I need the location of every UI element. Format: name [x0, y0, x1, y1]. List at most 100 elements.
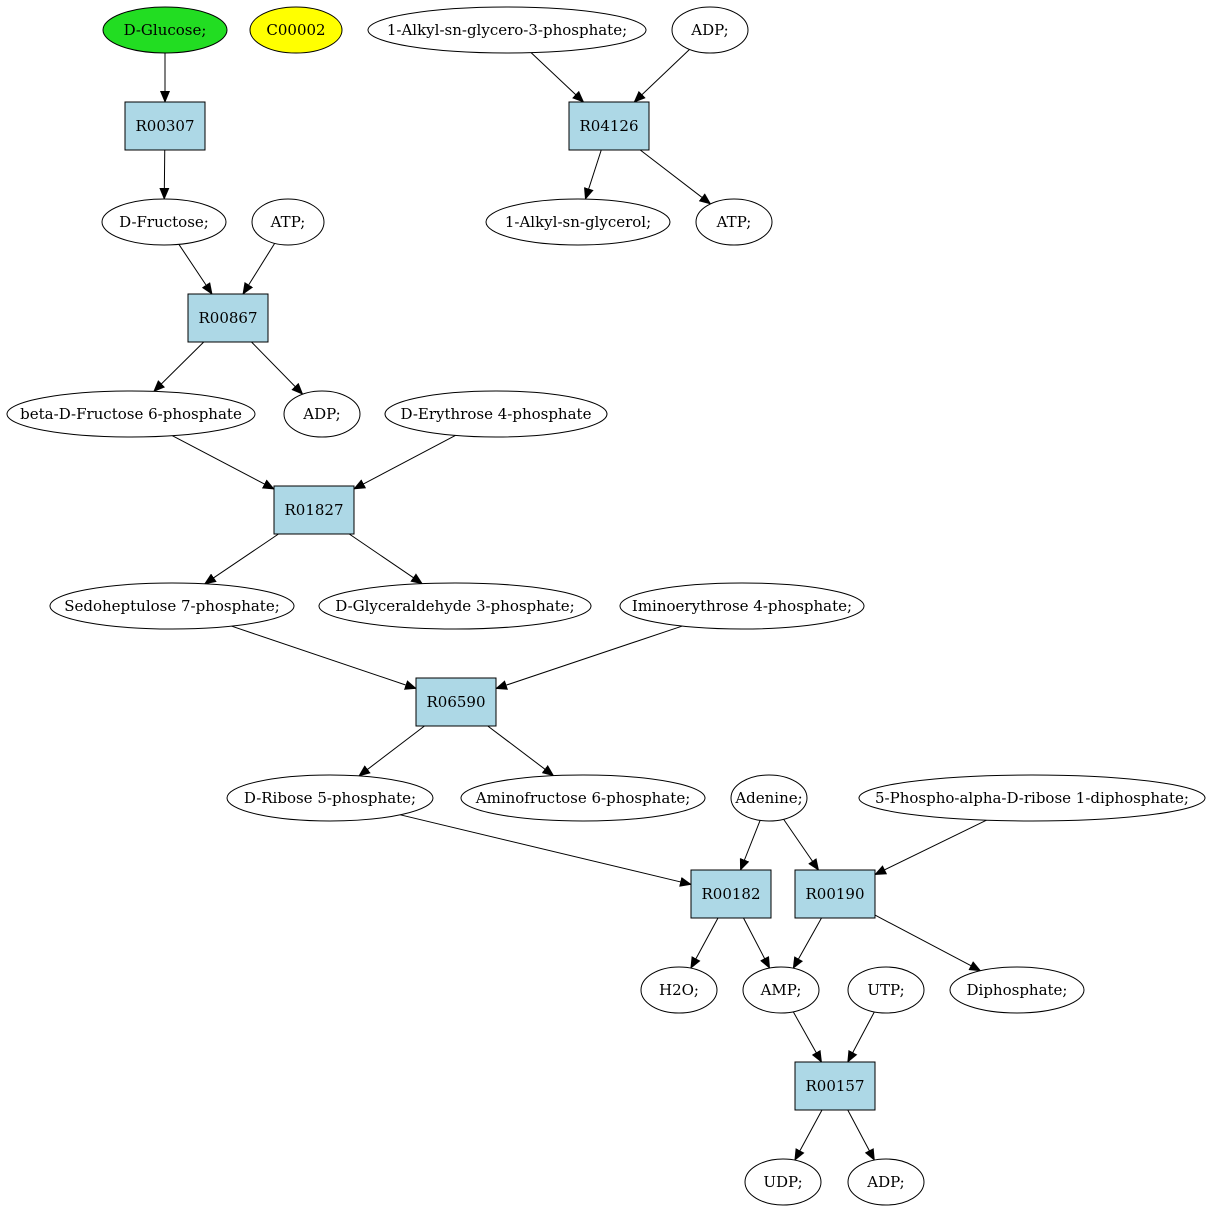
edge-r01827-to-glyceraldehyde3p — [348, 533, 424, 585]
reaction-node-r00190: R00190 — [794, 869, 876, 919]
edge-atp-left-to-r00867 — [242, 243, 276, 295]
edge-r04126-to-alkylglycerol — [584, 149, 602, 201]
compound-node-adp-bottom: ADP; — [847, 1158, 925, 1206]
compound-ellipse — [102, 6, 228, 54]
compound-node-alkylglycerophosphate: 1-Alkyl-sn-glycero-3-phosphate; — [367, 6, 647, 54]
compound-node-udp: UDP; — [744, 1158, 822, 1206]
reaction-box — [690, 869, 772, 919]
compound-node-sedoheptulose7p: Sedoheptulose 7-phosphate; — [49, 582, 295, 630]
compound-node-h2o: H2O; — [640, 966, 718, 1014]
compound-ellipse — [742, 966, 820, 1014]
compound-node-fructose: D-Fructose; — [101, 198, 227, 246]
node-label: R06590 — [426, 693, 485, 711]
node-label: Aminofructose 6-phosphate; — [475, 789, 691, 807]
compound-ellipse — [49, 582, 295, 630]
node-label: R00867 — [198, 309, 257, 327]
compound-ellipse — [251, 198, 325, 246]
node-label: UTP; — [867, 981, 904, 999]
reaction-box — [187, 293, 269, 343]
edge-fructose-to-r00867 — [178, 244, 213, 295]
edge-r00867-to-adp-mid — [251, 341, 304, 395]
reaction-node-r06590: R06590 — [415, 677, 497, 727]
edge-ribose5p-to-r00182 — [400, 814, 692, 887]
node-label: Adenine; — [734, 789, 802, 807]
node-label: UDP; — [763, 1173, 802, 1191]
reaction-box — [273, 485, 355, 535]
reaction-box — [124, 101, 206, 151]
node-label: Iminoerythrose 4-phosphate; — [632, 597, 852, 615]
compound-ellipse — [485, 198, 671, 246]
node-label: C00002 — [266, 21, 325, 39]
edge-alkylglycerophosphate-to-r04126 — [530, 52, 585, 103]
compound-ellipse — [858, 774, 1206, 822]
compound-node-adp-top: ADP; — [671, 6, 749, 54]
node-label: R01827 — [284, 501, 343, 519]
compound-node-fructose6p: beta-D-Fructose 6-phosphate — [6, 390, 256, 438]
compound-node-c00002: C00002 — [249, 6, 343, 54]
edge-layer — [153, 49, 987, 1162]
compound-ellipse — [847, 966, 925, 1014]
reaction-box — [568, 101, 650, 151]
edge-r01827-to-sedoheptulose7p — [203, 533, 279, 585]
compound-ellipse — [249, 6, 343, 54]
edge-adenine-to-r00190 — [783, 818, 820, 871]
node-label: D-Erythrose 4-phosphate — [401, 405, 592, 423]
node-label: R00182 — [701, 885, 760, 903]
node-label: R00157 — [805, 1077, 864, 1095]
compound-node-atp-right: ATP; — [695, 198, 773, 246]
node-label: ADP; — [302, 405, 340, 423]
node-label: ADP; — [690, 21, 728, 39]
edge-r00190-to-diphosphate — [874, 914, 982, 972]
node-layer: D-Glucose; C00002 1-Alkyl-sn-glycero-3-pho… — [6, 6, 1206, 1206]
compound-node-adp-mid: ADP; — [283, 390, 361, 438]
compound-node-atp-left: ATP; — [251, 198, 325, 246]
compound-ellipse — [101, 198, 227, 246]
compound-ellipse — [226, 774, 434, 822]
node-label: 5-Phospho-alpha-D-ribose 1-diphosphate; — [875, 789, 1189, 807]
compound-ellipse — [283, 390, 361, 438]
reaction-node-r00307: R00307 — [124, 101, 206, 151]
node-label: D-Glucose; — [124, 21, 207, 39]
reaction-node-r01827: R01827 — [273, 485, 355, 535]
node-label: Sedoheptulose 7-phosphate; — [64, 597, 280, 615]
edge-fructose6p-to-r01827 — [172, 435, 275, 490]
compound-node-alkylglycerol: 1-Alkyl-sn-glycerol; — [485, 198, 671, 246]
node-label: R04126 — [579, 117, 638, 135]
compound-node-erythrose4p: D-Erythrose 4-phosphate — [384, 390, 608, 438]
edge-r00867-to-fructose6p — [153, 341, 205, 393]
node-label: ATP; — [716, 213, 752, 231]
compound-node-ribose5p: D-Ribose 5-phosphate; — [226, 774, 434, 822]
node-label: R00190 — [805, 885, 864, 903]
reaction-node-r00182: R00182 — [690, 869, 772, 919]
reaction-node-r04126: R04126 — [568, 101, 650, 151]
edge-iminoerythrose4p-to-r06590 — [495, 625, 683, 690]
edge-r00182-to-h2o — [690, 917, 719, 970]
compound-node-prpp: 5-Phospho-alpha-D-ribose 1-diphosphate; — [858, 774, 1206, 822]
node-label: beta-D-Fructose 6-phosphate — [20, 405, 242, 423]
compound-node-glucose: D-Glucose; — [102, 6, 228, 54]
edge-prpp-to-r00190 — [874, 819, 987, 875]
compound-node-aminofructose6p: Aminofructose 6-phosphate; — [460, 774, 706, 822]
compound-ellipse — [318, 582, 592, 630]
edge-amp-to-r00157 — [792, 1011, 822, 1063]
compound-ellipse — [949, 966, 1085, 1014]
compound-node-iminoerythrose4p: Iminoerythrose 4-phosphate; — [619, 582, 865, 630]
compound-ellipse — [744, 1158, 822, 1206]
node-label: 1-Alkyl-sn-glycero-3-phosphate; — [387, 21, 627, 39]
node-label: AMP; — [760, 981, 802, 999]
compound-ellipse — [460, 774, 706, 822]
node-label: R00307 — [135, 117, 194, 135]
reaction-box — [794, 1061, 876, 1111]
edge-r06590-to-ribose5p — [358, 725, 425, 777]
edge-r00307-to-fructose — [159, 149, 170, 201]
compound-node-glyceraldehyde3p: D-Glyceraldehyde 3-phosphate; — [318, 582, 592, 630]
edge-r04126-to-atp-right — [639, 149, 712, 205]
compound-node-diphosphate: Diphosphate; — [949, 966, 1085, 1014]
edge-sedoheptulose7p-to-r06590 — [231, 625, 417, 690]
edge-utp-to-r00157 — [847, 1011, 875, 1063]
reaction-box — [415, 677, 497, 727]
edge-r00157-to-adp-bottom — [847, 1109, 875, 1161]
reaction-node-r00157: R00157 — [794, 1061, 876, 1111]
compound-ellipse — [6, 390, 256, 438]
node-label: H2O; — [659, 981, 699, 999]
